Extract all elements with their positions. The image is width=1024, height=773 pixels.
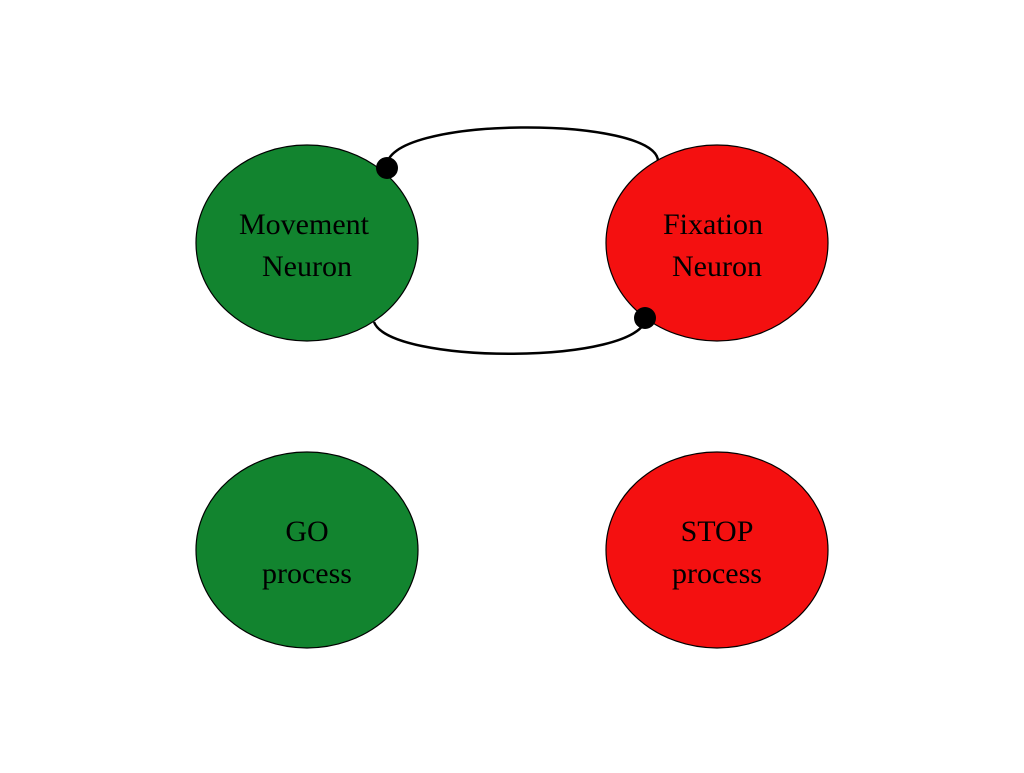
go-process-node: GO process xyxy=(195,451,419,649)
fixation-neuron-ellipse xyxy=(605,144,829,342)
inhibitory-connection-movement-to-fixation xyxy=(372,317,648,355)
movement-neuron-node: Movement Neuron xyxy=(195,144,419,342)
movement-neuron-label-line1: Movement xyxy=(239,208,370,241)
stop-process-ellipse xyxy=(605,451,829,649)
fixation-neuron-label-line2: Neuron xyxy=(672,250,762,283)
stop-process-node: STOP process xyxy=(605,451,829,649)
go-process-label-line2: process xyxy=(262,557,352,590)
go-process-ellipse xyxy=(195,451,419,649)
inhibitory-terminal-on-movement xyxy=(376,157,398,179)
movement-neuron-label-line2: Neuron xyxy=(262,250,352,283)
fixation-neuron-label-line1: Fixation xyxy=(663,208,763,241)
inhibitory-connection-fixation-to-movement xyxy=(385,126,660,169)
movement-neuron-ellipse xyxy=(195,144,419,342)
stop-process-label-line2: process xyxy=(672,557,762,590)
fixation-neuron-node: Fixation Neuron xyxy=(605,144,829,342)
go-process-label-line1: GO xyxy=(285,515,328,548)
stop-process-label-line1: STOP xyxy=(681,515,754,548)
inhibitory-terminal-on-fixation xyxy=(634,307,656,329)
